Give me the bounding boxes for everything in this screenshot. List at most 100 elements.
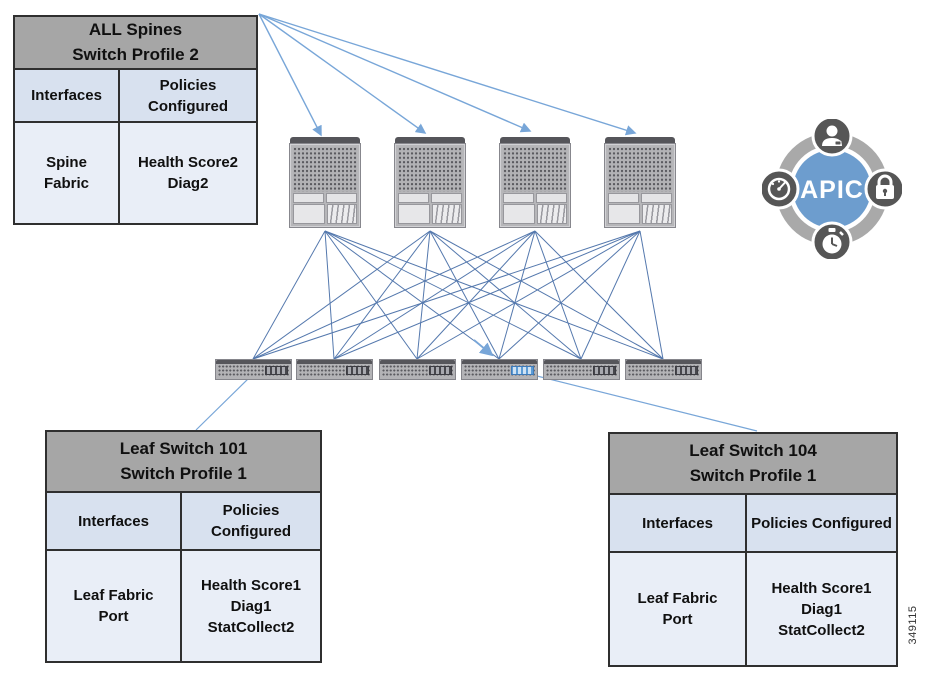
leaf-switch-104 (461, 359, 538, 380)
fabric-link (639, 230, 664, 360)
leaf101-policy-line: StatCollect2 (207, 618, 295, 636)
spine-panel (503, 193, 534, 203)
leaf-port-grid (218, 365, 289, 377)
leaf-switch-102 (296, 359, 373, 380)
spine-panel (431, 193, 462, 203)
fabric-link (333, 230, 536, 360)
leaf-profile-links (195, 339, 758, 432)
leaf-uplink-module (265, 366, 288, 375)
user-icon (811, 119, 853, 157)
profile-arrow-spine3 (258, 13, 532, 133)
apic-center-circle (793, 150, 871, 228)
leaf101-table-col1-header: Interfaces (47, 493, 182, 551)
leaf-switch-101 (215, 359, 292, 380)
spine-switch-4 (604, 137, 676, 230)
gauge-icon (762, 168, 800, 210)
fabric-link (416, 230, 431, 360)
profile-arrow-spine2 (258, 13, 427, 134)
leaf-port-grid (628, 365, 699, 377)
spine-fan-panel (431, 204, 462, 224)
leaf104-profile-table: Leaf Switch 104 Switch Profile 1 Interfa… (608, 432, 898, 667)
leaf101-table-title-line1: Leaf Switch 101 (119, 438, 248, 458)
spine-profile-table: ALL Spines Switch Profile 2 Interfaces P… (13, 15, 258, 225)
spine-mid-panels (398, 193, 462, 203)
spine-port-grid (398, 147, 462, 192)
apic-label: APIC (800, 176, 864, 204)
spine-top-cap (605, 137, 675, 143)
apic-logo: APIC (762, 119, 902, 259)
spine-chassis (289, 143, 361, 228)
spine-panel (293, 193, 324, 203)
spine-profile-arrows (258, 13, 637, 137)
fabric-link (252, 230, 326, 360)
fabric-link (324, 230, 500, 360)
fabric-link (252, 230, 641, 360)
spine-policy-line: Health Score2 (137, 154, 239, 171)
spine-switch-3 (499, 137, 571, 230)
spine-top-cap (290, 137, 360, 143)
lock-icon (864, 168, 902, 210)
leaf104-table-title-line1: Leaf Switch 104 (689, 440, 817, 460)
stopwatch-icon (811, 221, 853, 259)
fabric-link (333, 230, 641, 360)
leaf104-pointer-arrow (473, 339, 494, 357)
leaf104-table-title: Leaf Switch 104 Switch Profile 1 (610, 434, 896, 495)
profile-arrow-spine4 (258, 13, 637, 136)
fabric-link (498, 230, 536, 360)
leaf101-callout-line (195, 376, 251, 431)
spine-blank-panel (293, 204, 325, 224)
leaf-top-cap (380, 360, 455, 364)
spine-panel (326, 193, 357, 203)
spine-mid-panels (608, 193, 672, 203)
leaf-uplink-module (346, 366, 369, 375)
leaf-uplink-module-highlighted (511, 366, 534, 375)
spine-panel (398, 193, 429, 203)
spine-panel (536, 193, 567, 203)
spine-table-policies-cell: Health Score2 Diag2 (120, 123, 256, 223)
spine-port-grid (293, 147, 357, 192)
fabric-link (534, 230, 664, 360)
leaf101-table-title-line2: Switch Profile 1 (120, 463, 247, 483)
spine-interfaces-line: Spine (46, 154, 87, 171)
fabric-link (324, 230, 335, 360)
fabric-link (324, 230, 418, 360)
fabric-link (580, 230, 641, 360)
fabric-link (416, 230, 641, 360)
spine-switch-2 (394, 137, 466, 230)
fabric-link (429, 230, 500, 360)
leaf-port-grid (546, 365, 617, 377)
leaf104-interfaces-line: Port (662, 611, 693, 628)
leaf101-table-col2-header: Policies Configured (182, 493, 320, 551)
spine-mid-panels (293, 193, 357, 203)
fabric-link (429, 230, 582, 360)
fabric-link (416, 230, 536, 360)
spine-panel (608, 193, 639, 203)
leaf-port-grid (382, 365, 453, 377)
leaf104-table-title-line2: Switch Profile 1 (689, 465, 817, 485)
spine-table-col2-header: Policies Configured (120, 70, 256, 123)
leaf104-table-policies-cell: Health Score1 Diag1 StatCollect2 (747, 553, 896, 665)
leaf104-interfaces-line: Leaf Fabric (637, 590, 718, 607)
fabric-link (498, 230, 641, 360)
spine-chassis (604, 143, 676, 228)
spine-table-interfaces-cell: Spine Fabric (15, 123, 120, 223)
fabric-link (252, 230, 536, 360)
spine-policy-line: Diag2 (167, 175, 209, 192)
spine-fan-panel (641, 204, 672, 224)
leaf101-policy-line: Diag1 (230, 597, 272, 615)
leaf-top-cap (626, 360, 701, 364)
spine-port-grid (503, 147, 567, 192)
fabric-link (333, 230, 431, 360)
spine-switch-1 (289, 137, 361, 230)
leaf-top-cap (297, 360, 372, 364)
leaf-top-cap (462, 360, 537, 364)
spine-top-cap (500, 137, 570, 143)
spine-lower-panels (608, 204, 672, 224)
spine-panel (641, 193, 672, 203)
leaf101-table-policies-cell: Health Score1 Diag1 StatCollect2 (182, 551, 320, 661)
fabric-link (252, 230, 431, 360)
leaf104-policy-line: Diag1 (801, 600, 842, 618)
leaf-top-cap (216, 360, 291, 364)
spine-table-col1-header: Interfaces (15, 70, 120, 123)
